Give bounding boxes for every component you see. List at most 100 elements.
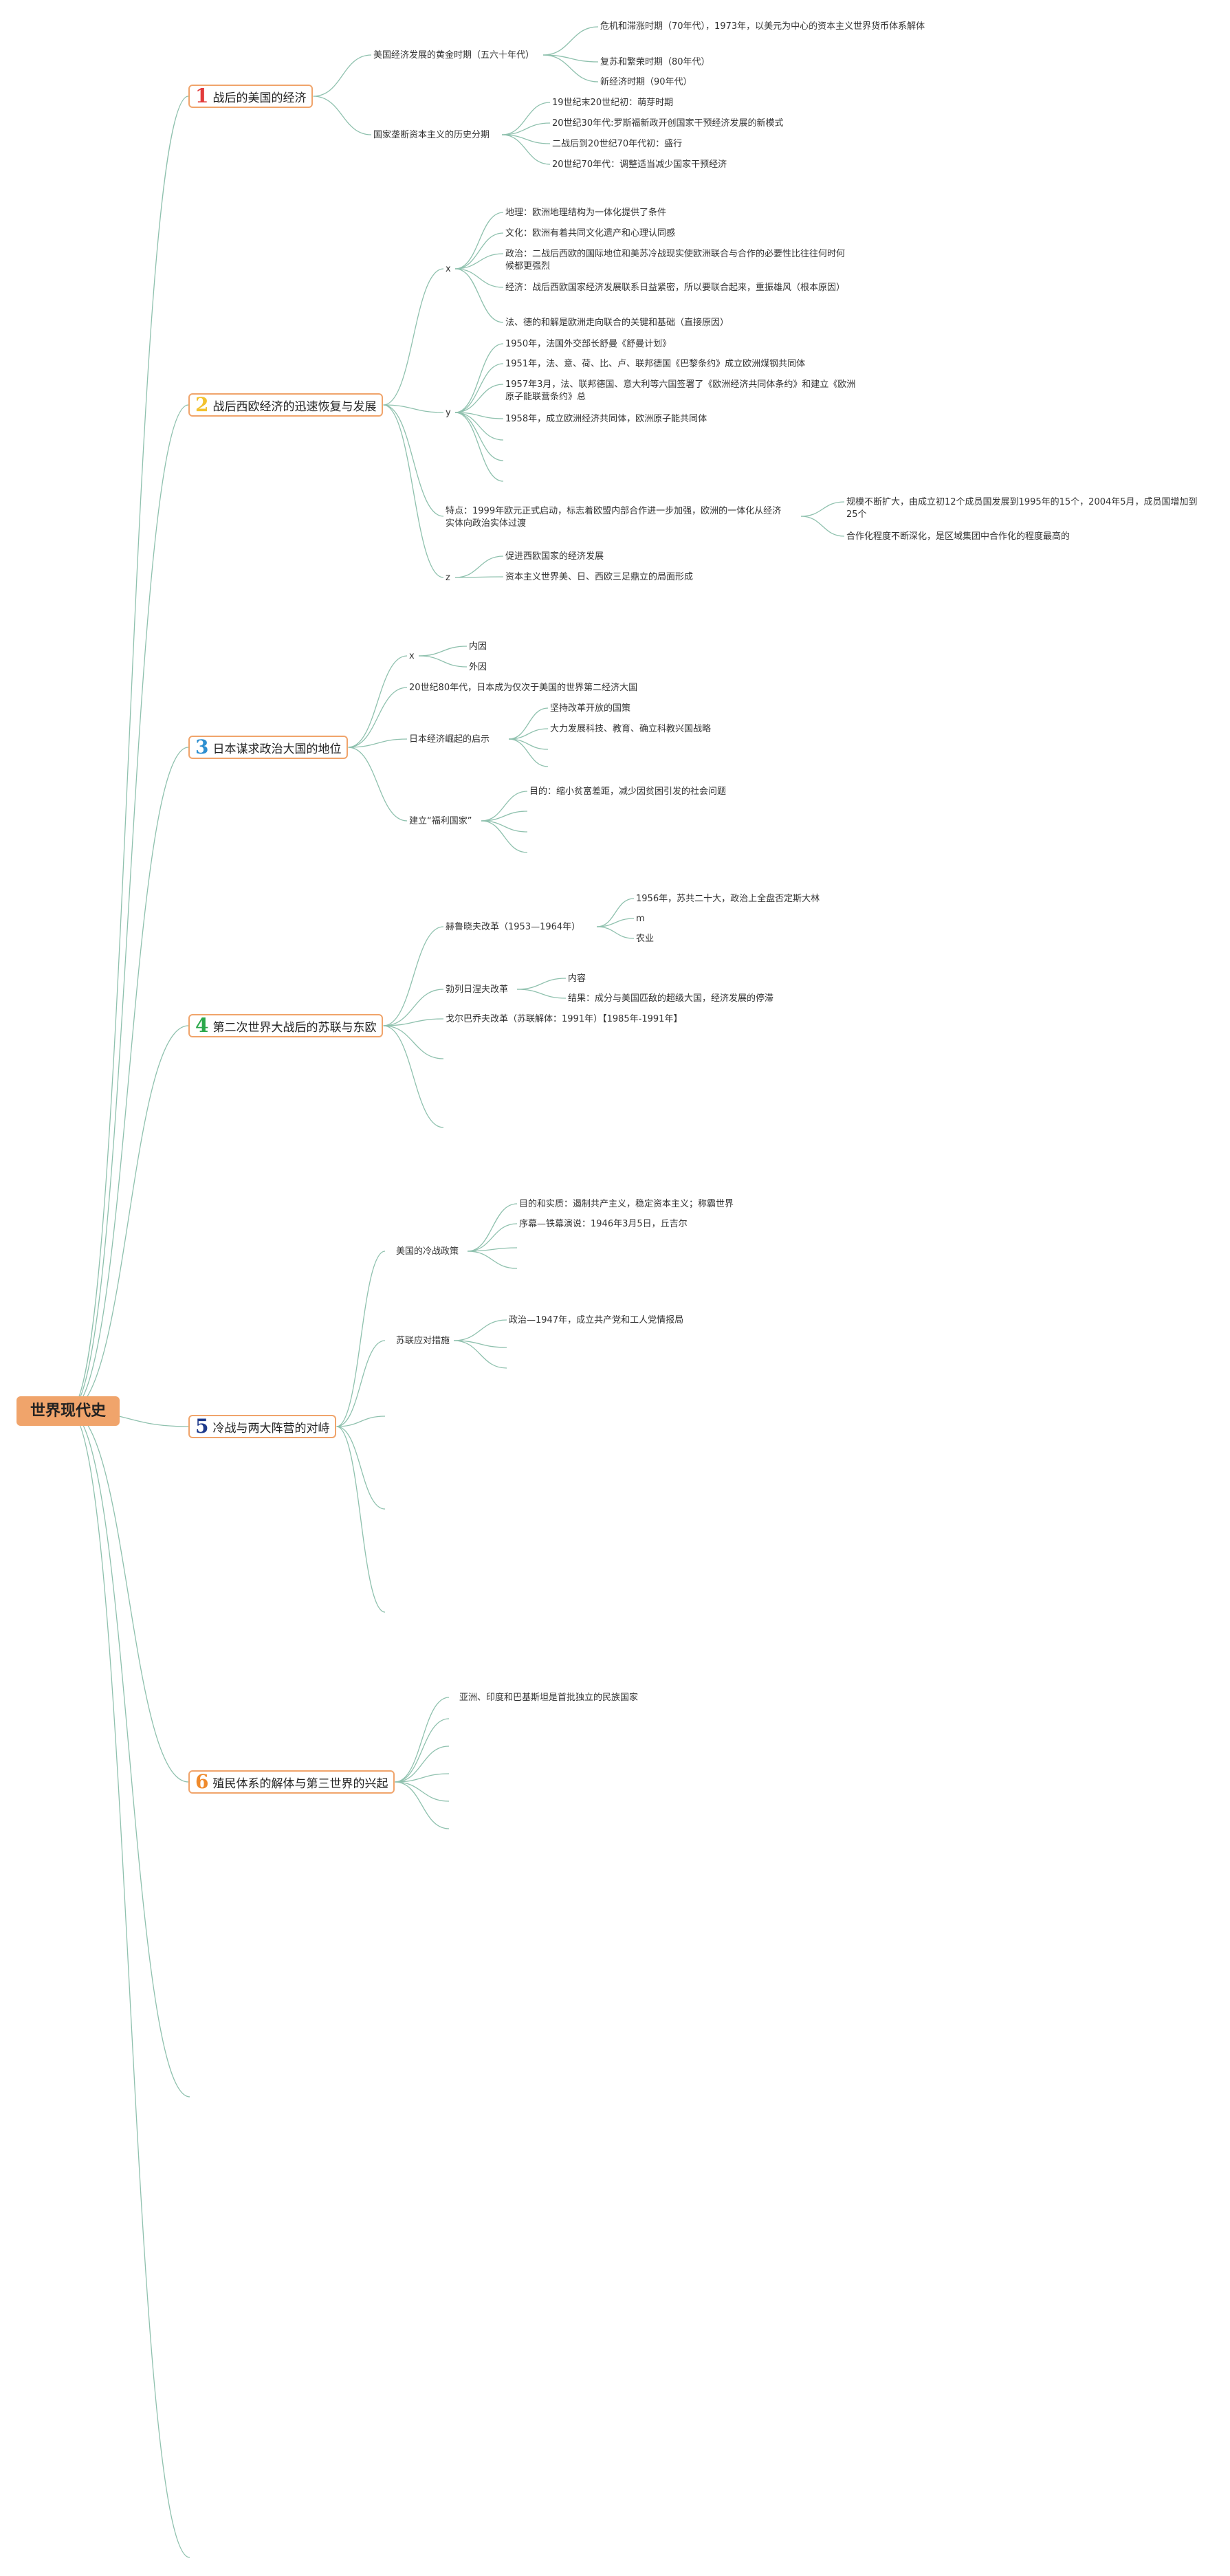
connector-70 xyxy=(453,1319,507,1341)
connector-76 xyxy=(395,1773,450,1783)
chapter-1-number: 1 xyxy=(195,85,209,107)
chapter-2-node[interactable]: 2 战后西欧经济的迅速恢复与发展 xyxy=(188,393,384,417)
connector-55 xyxy=(383,1025,444,1128)
ch1-branch-2[interactable]: 国家垄断资本主义的历史分期 xyxy=(373,130,490,140)
ch1-branch-1[interactable]: 美国经济发展的黄金时期（五六十年代） xyxy=(373,50,535,60)
connector-43 xyxy=(508,707,549,740)
chapter-1-label: 战后的美国的经济 xyxy=(212,91,307,105)
connector-50 xyxy=(481,820,528,853)
ch2-feature-item-1[interactable]: 规模不断扩大，由成立初12个成员国发展到1995年的15个，2004年5月，成员… xyxy=(846,497,1198,520)
ch2-x-item-2[interactable]: 文化：欧洲有着共同文化遗产和心理认同感 xyxy=(505,228,676,239)
ch4-branch-2[interactable]: 勃列日涅夫改革 xyxy=(446,984,509,995)
chapter-5-number: 5 xyxy=(195,1415,209,1438)
ch3-b3-item-2[interactable]: 大力发展科技、教育、确立科教兴国战略 xyxy=(550,724,712,734)
connector-47 xyxy=(481,791,528,822)
connector-5 xyxy=(68,1410,189,1783)
ch5-branch-2[interactable]: 苏联应对措施 xyxy=(396,1336,450,1346)
ch1-b2-item-4[interactable]: 20世纪70年代：调整适当减少国家干预经济 xyxy=(552,159,727,170)
chapter-1-node[interactable]: 1 战后的美国的经济 xyxy=(188,85,314,108)
connector-28 xyxy=(454,384,504,413)
ch4-b1-item-2[interactable]: m xyxy=(636,914,645,924)
connector-61 xyxy=(336,1251,386,1427)
connector-64 xyxy=(336,1426,386,1510)
connector-21 xyxy=(454,212,504,269)
ch4-b1-item-1[interactable]: 1956年，苏共二十大，政治上全盘否定斯大林 xyxy=(636,894,820,904)
ch3-b4-item-1[interactable]: 目的：缩小贫富差距，减少因贫困引发的社会问题 xyxy=(529,786,727,797)
connector-19 xyxy=(383,404,444,517)
ch2-branch-z[interactable]: z xyxy=(446,573,450,583)
ch2-branch-x[interactable]: x xyxy=(446,264,451,274)
chapter-3-label: 日本谋求政治大国的地位 xyxy=(212,742,342,756)
connector-58 xyxy=(596,926,635,939)
ch3-x-item-2[interactable]: 外因 xyxy=(469,662,487,672)
connector-10 xyxy=(542,26,599,56)
ch3-branch-x[interactable]: x xyxy=(409,651,415,661)
ch1-b1-item-3[interactable]: 新经济时期（90年代） xyxy=(600,77,692,87)
ch4-b2-item-1[interactable]: 内容 xyxy=(568,973,586,984)
ch2-x-item-3[interactable]: 政治：二战后西欧的国际地位和美苏冷战现实使欧洲联合与合作的必要性比往往何时何候都… xyxy=(505,249,846,272)
ch3-branch-3[interactable]: 日本经济崛起的启示 xyxy=(409,734,490,745)
ch2-z-item-1[interactable]: 促进西欧国家的经济发展 xyxy=(505,551,604,562)
connector-25 xyxy=(454,268,504,323)
connector-63 xyxy=(336,1416,386,1427)
ch4-branch-3[interactable]: 戈尔巴乔夫改革（苏联解体：1991年）【1985年-1991年】 xyxy=(446,1014,683,1024)
connector-74 xyxy=(395,1718,450,1783)
ch1-b2-item-2[interactable]: 20世纪30年代:罗斯福新政开创国家干预经济发展的新模式 xyxy=(552,118,784,129)
ch5-b1-item-1[interactable]: 目的和实质：遏制共产主义，稳定资本主义；称霸世界 xyxy=(519,1199,734,1209)
ch6-branch-1[interactable]: 亚洲、印度和巴基斯坦是首批独立的民族国家 xyxy=(459,1693,639,1703)
chapter-5-node[interactable]: 5 冷战与两大阵营的对峙 xyxy=(188,1415,337,1438)
connector-69 xyxy=(467,1251,518,1269)
ch2-x-item-1[interactable]: 地理：欧洲地理结构为一体化提供了条件 xyxy=(505,208,667,218)
connector-57 xyxy=(596,918,635,927)
chapter-6-node[interactable]: 6 殖民体系的解体与第三世界的兴起 xyxy=(188,1770,395,1794)
connector-15 xyxy=(501,134,551,144)
ch2-x-item-4[interactable]: 经济：战后西欧国家经济发展联系日益紧密，所以要联合起来，重振雄风（根本原因） xyxy=(505,283,846,293)
connector-8 xyxy=(313,54,372,97)
connector-54 xyxy=(383,1025,444,1059)
connector-7 xyxy=(68,1410,190,2558)
connector-65 xyxy=(336,1426,386,1613)
ch5-b2-item-1[interactable]: 政治—1947年，成立共产党和工人党情报局 xyxy=(509,1315,684,1325)
ch5-b1-item-2[interactable]: 序幕—铁幕演说：1946年3月5日，丘吉尔 xyxy=(519,1219,688,1229)
ch5-branch-1[interactable]: 美国的冷战政策 xyxy=(396,1246,459,1257)
connector-42 xyxy=(418,655,468,668)
connector-78 xyxy=(395,1781,450,1829)
ch1-b2-item-3[interactable]: 二战后到20世纪70年代初：盛行 xyxy=(552,139,683,149)
ch1-b1-item-1[interactable]: 危机和滞涨时期（70年代），1973年，以美元为中心的资本主义世界货币体系解体 xyxy=(600,21,925,32)
ch2-feature-item-2[interactable]: 合作化程度不断深化，是区域集团中合作化的程度最高的 xyxy=(846,531,1070,542)
connector-72 xyxy=(453,1340,507,1369)
ch2-y-item-1[interactable]: 1950年，法国外交部长舒曼《舒曼计划》 xyxy=(505,339,672,349)
connector-62 xyxy=(336,1340,386,1427)
connector-24 xyxy=(454,268,504,288)
chapter-4-node[interactable]: 4 第二次世界大战后的苏联与东欧 xyxy=(188,1014,384,1037)
ch3-branch-2[interactable]: 20世纪80年代，日本成为仅次于美国的世界第二经济大国 xyxy=(409,683,638,693)
ch4-b1-item-3[interactable]: 农业 xyxy=(636,934,655,944)
ch4-b2-item-2[interactable]: 结果：成分与美国匹敌的超级大国，经济发展的停滞 xyxy=(568,993,774,1004)
connector-39 xyxy=(348,738,408,748)
ch1-b1-item-2[interactable]: 复苏和繁荣时期（80年代） xyxy=(600,57,710,67)
ch2-branch-feature[interactable]: 特点：1999年欧元正式启动，标志着欧盟内部合作进一步加强，欧洲的一体化从经济实… xyxy=(446,506,782,529)
ch3-branch-4[interactable]: 建立“福利国家” xyxy=(409,816,472,826)
chapter-2-number: 2 xyxy=(195,393,209,416)
root-node[interactable]: 世界现代史 xyxy=(17,1396,120,1426)
connector-52 xyxy=(383,989,444,1026)
ch2-y-item-4[interactable]: 1958年，成立欧洲经济共同体，欧洲原子能共同体 xyxy=(505,414,707,424)
ch2-x-item-5[interactable]: 法、德的和解是欧洲走向联合的关键和基础（直接原因） xyxy=(505,318,729,328)
ch2-z-item-2[interactable]: 资本主义世界美、日、西欧三足鼎立的局面形成 xyxy=(505,572,694,582)
ch2-y-item-3[interactable]: 1957年3月，法、联邦德国、意大利等六国签署了《欧洲经济共同体条约》和建立《欧… xyxy=(505,379,856,402)
ch3-b3-item-1[interactable]: 坚持改革开放的国策 xyxy=(550,703,631,714)
ch2-branch-y[interactable]: y xyxy=(446,408,451,418)
ch3-x-item-1[interactable]: 内因 xyxy=(469,641,487,652)
connector-9 xyxy=(313,96,372,135)
connector-26 xyxy=(454,343,504,413)
ch4-branch-1[interactable]: 赫鲁晓夫改革（1953—1964年） xyxy=(446,922,581,932)
connector-31 xyxy=(454,412,504,461)
connector-33 xyxy=(800,501,845,517)
chapter-6-label: 殖民体系的解体与第三世界的兴起 xyxy=(212,1776,388,1791)
chapter-3-node[interactable]: 3 日本谋求政治大国的地位 xyxy=(188,736,349,759)
ch2-y-item-2[interactable]: 1951年，法、意、荷、比、卢、联邦德国《巴黎条约》成立欧洲煤钢共同体 xyxy=(505,359,806,369)
chapter-4-label: 第二次世界大战后的苏联与东欧 xyxy=(212,1020,377,1035)
ch1-b2-item-1[interactable]: 19世纪末20世纪初：萌芽时期 xyxy=(552,98,674,108)
connector-18 xyxy=(383,404,444,413)
